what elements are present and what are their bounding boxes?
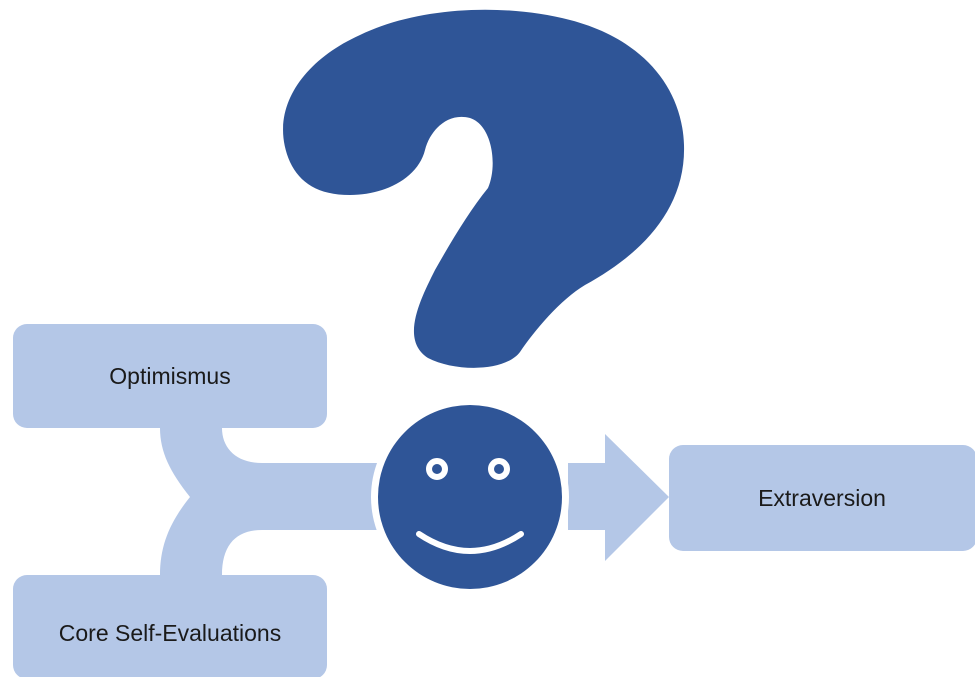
extraversion-box xyxy=(669,445,975,551)
core-self-evaluations-box xyxy=(13,575,327,677)
merge-connector xyxy=(160,428,392,575)
optimism-label: Optimismus xyxy=(109,362,231,389)
extraversion-label: Extraversion xyxy=(758,484,886,511)
question-mark-icon xyxy=(283,9,685,368)
arrow-right-icon xyxy=(568,434,669,561)
smile-icon xyxy=(416,531,524,554)
optimism-box xyxy=(13,324,327,428)
core-self-evaluations-label: Core Self-Evaluations xyxy=(58,619,282,646)
left-eye-icon xyxy=(426,458,448,480)
right-eye-icon xyxy=(488,458,510,480)
smiley-face-icon xyxy=(371,398,569,596)
